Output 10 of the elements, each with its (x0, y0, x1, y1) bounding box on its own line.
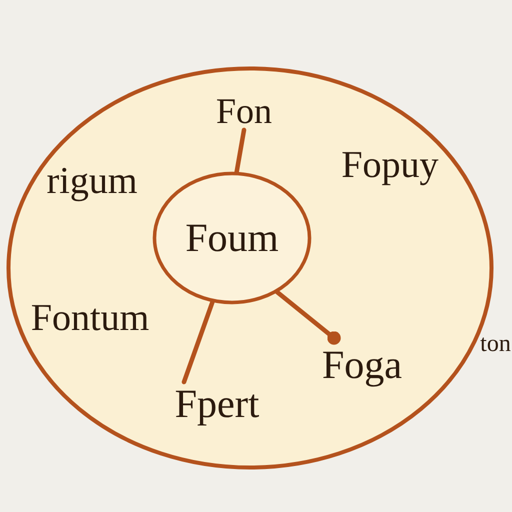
connector-line (234, 128, 246, 174)
word-label: rigum (46, 160, 138, 202)
word-label: Fopuy (340, 143, 440, 188)
connector-line (275, 290, 341, 345)
topic-label: Foum (185, 218, 279, 258)
word-label: Fontum (30, 298, 150, 338)
branch-label: Fon (200, 92, 288, 130)
word-label: ton (480, 330, 511, 359)
connector-line (182, 300, 215, 384)
topic-circle (152, 171, 312, 305)
